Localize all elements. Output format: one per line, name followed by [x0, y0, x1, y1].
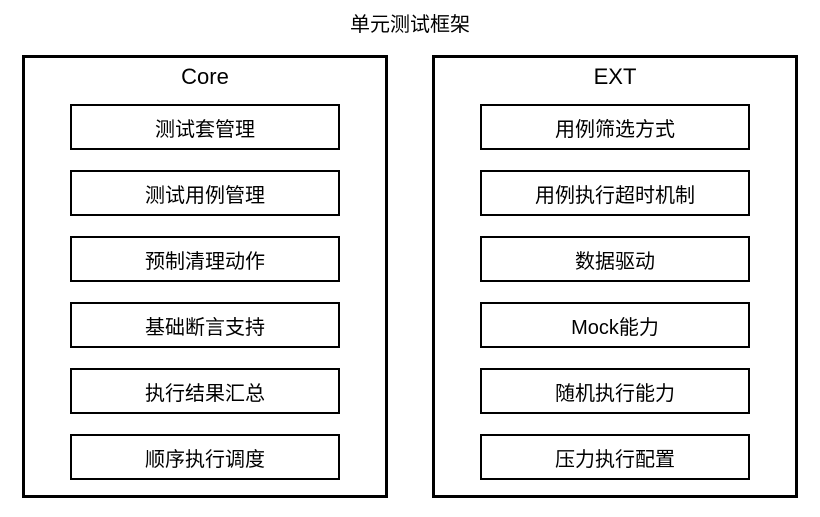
panel-core-item-list: 测试套管理 测试用例管理 预制清理动作 基础断言支持 执行结果汇总 顺序执行调度 [25, 104, 385, 480]
diagram-title: 单元测试框架 [350, 14, 470, 36]
ext-item-stress-execution-config: 压力执行配置 [480, 434, 750, 480]
core-item-test-case-management: 测试用例管理 [70, 170, 340, 216]
ext-item-case-timeout: 用例执行超时机制 [480, 170, 750, 216]
ext-item-data-driven: 数据驱动 [480, 236, 750, 282]
panel-ext-header: EXT [593, 64, 637, 89]
core-item-test-suite-management: 测试套管理 [70, 104, 340, 150]
panel-ext: EXT 用例筛选方式 用例执行超时机制 数据驱动 Mock能力 随机执行能力 压… [432, 55, 798, 498]
ext-item-case-filtering: 用例筛选方式 [480, 104, 750, 150]
core-item-execution-result-summary: 执行结果汇总 [70, 368, 340, 414]
ext-item-mock-capability: Mock能力 [480, 302, 750, 348]
panel-core-header: Core [181, 64, 229, 89]
panel-core: Core 测试套管理 测试用例管理 预制清理动作 基础断言支持 执行结果汇总 顺… [22, 55, 388, 498]
panel-ext-item-list: 用例筛选方式 用例执行超时机制 数据驱动 Mock能力 随机执行能力 压力执行配… [435, 104, 795, 480]
ext-item-random-execution: 随机执行能力 [480, 368, 750, 414]
core-item-setup-cleanup-actions: 预制清理动作 [70, 236, 340, 282]
core-item-sequential-scheduling: 顺序执行调度 [70, 434, 340, 480]
core-item-basic-assertion-support: 基础断言支持 [70, 302, 340, 348]
